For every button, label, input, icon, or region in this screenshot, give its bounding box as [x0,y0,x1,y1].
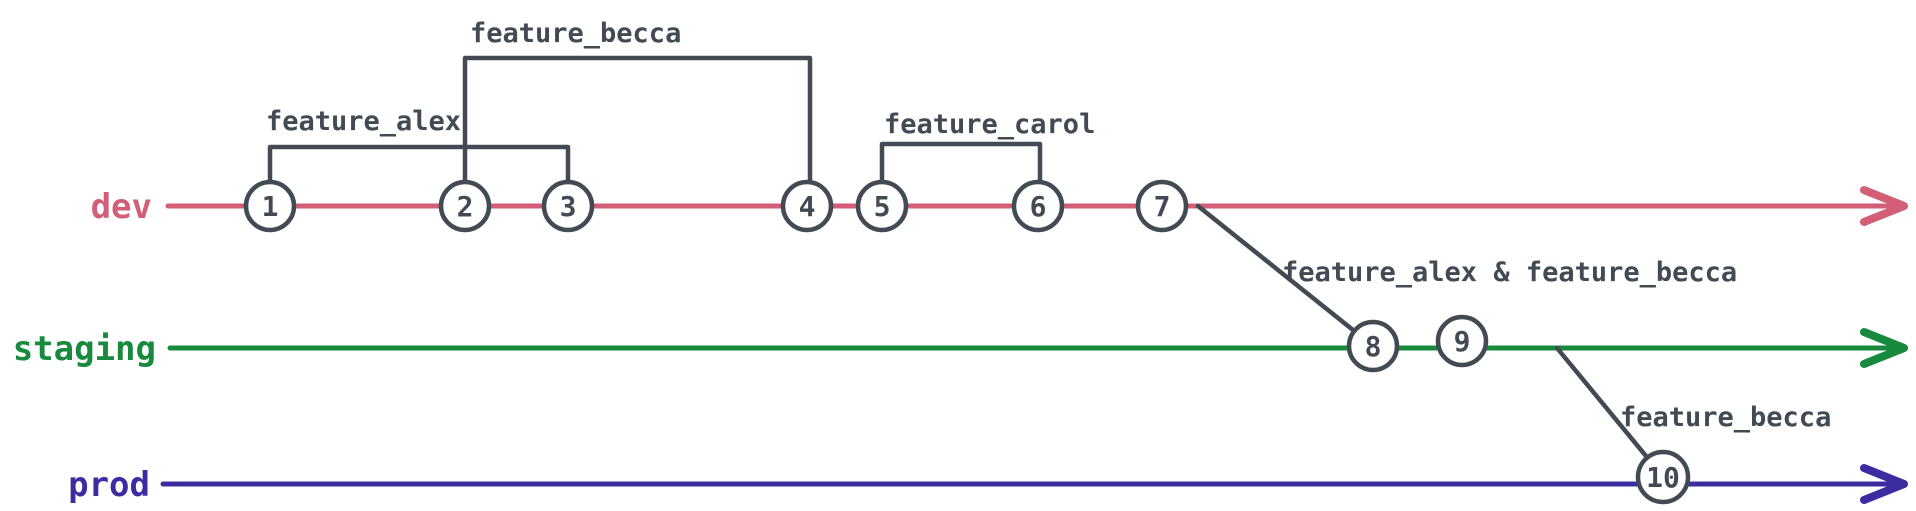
feature-label-becca: feature_becca [470,18,681,49]
commit-circle-8 [1346,319,1400,373]
arrowhead-icon-prod [1860,464,1908,504]
merge-label-alex-and-becca: feature_alex & feature_becca [1282,257,1737,288]
commit-circle-5 [855,179,909,233]
commit-circle-10 [1635,449,1691,505]
commit-node-4: 4 [780,179,834,233]
commit-node-9: 9 [1435,314,1489,368]
commit-number-1: 1 [262,190,279,223]
commit-node-8: 8 [1346,319,1400,373]
commit-number-4: 4 [799,190,816,223]
commit-circle-3 [541,179,595,233]
bracket-feature-becca: feature_becca [462,18,813,187]
commit-number-10: 10 [1646,461,1680,494]
bracket-line-feature-carol [879,141,1043,187]
feature-label-carol: feature_carol [884,109,1095,140]
merge-staging-to-prod: feature_becca [1554,345,1831,476]
commit-circle-7 [1135,179,1189,233]
merge-dev-to-staging: feature_alex & feature_becca [1195,203,1737,345]
commit-circle-6 [1011,179,1065,233]
commit-node-6: 6 [1011,179,1065,233]
merge-line-staging-to-prod [1554,345,1663,476]
commit-node-3: 3 [541,179,595,233]
bracket-feature-alex: feature_alex [266,106,571,187]
branch-prod: prod [68,464,1908,505]
commit-circle-2 [438,179,492,233]
feature-label-alex: feature_alex [266,106,461,137]
commit-circle-1 [243,179,297,233]
branch-label-prod: prod [68,465,150,505]
commit-node-2: 2 [438,179,492,233]
commit-number-9: 9 [1454,325,1471,358]
commit-number-8: 8 [1365,330,1382,363]
branch-dev: dev [91,186,1908,227]
commit-number-7: 7 [1154,190,1171,223]
merge-label-becca: feature_becca [1620,402,1831,433]
commit-number-3: 3 [560,190,577,223]
merge-line-dev-to-staging [1195,203,1371,345]
commit-circle-9 [1435,314,1489,368]
commit-node-1: 1 [243,179,297,233]
arrowhead-icon-staging [1860,328,1908,368]
branch-label-dev: dev [91,187,152,227]
commit-number-2: 2 [457,190,474,223]
bracket-feature-carol: feature_carol [879,109,1095,187]
branch-staging: staging [13,328,1908,369]
bracket-line-feature-alex [267,144,571,187]
bracket-line-feature-becca [462,55,813,187]
commit-node-7: 7 [1135,179,1189,233]
commit-number-6: 6 [1030,190,1047,223]
branch-label-staging: staging [13,329,156,369]
commit-circle-4 [780,179,834,233]
commit-node-5: 5 [855,179,909,233]
arrowhead-icon-dev [1860,186,1908,226]
commit-number-5: 5 [874,190,891,223]
commit-node-10: 10 [1635,449,1691,505]
